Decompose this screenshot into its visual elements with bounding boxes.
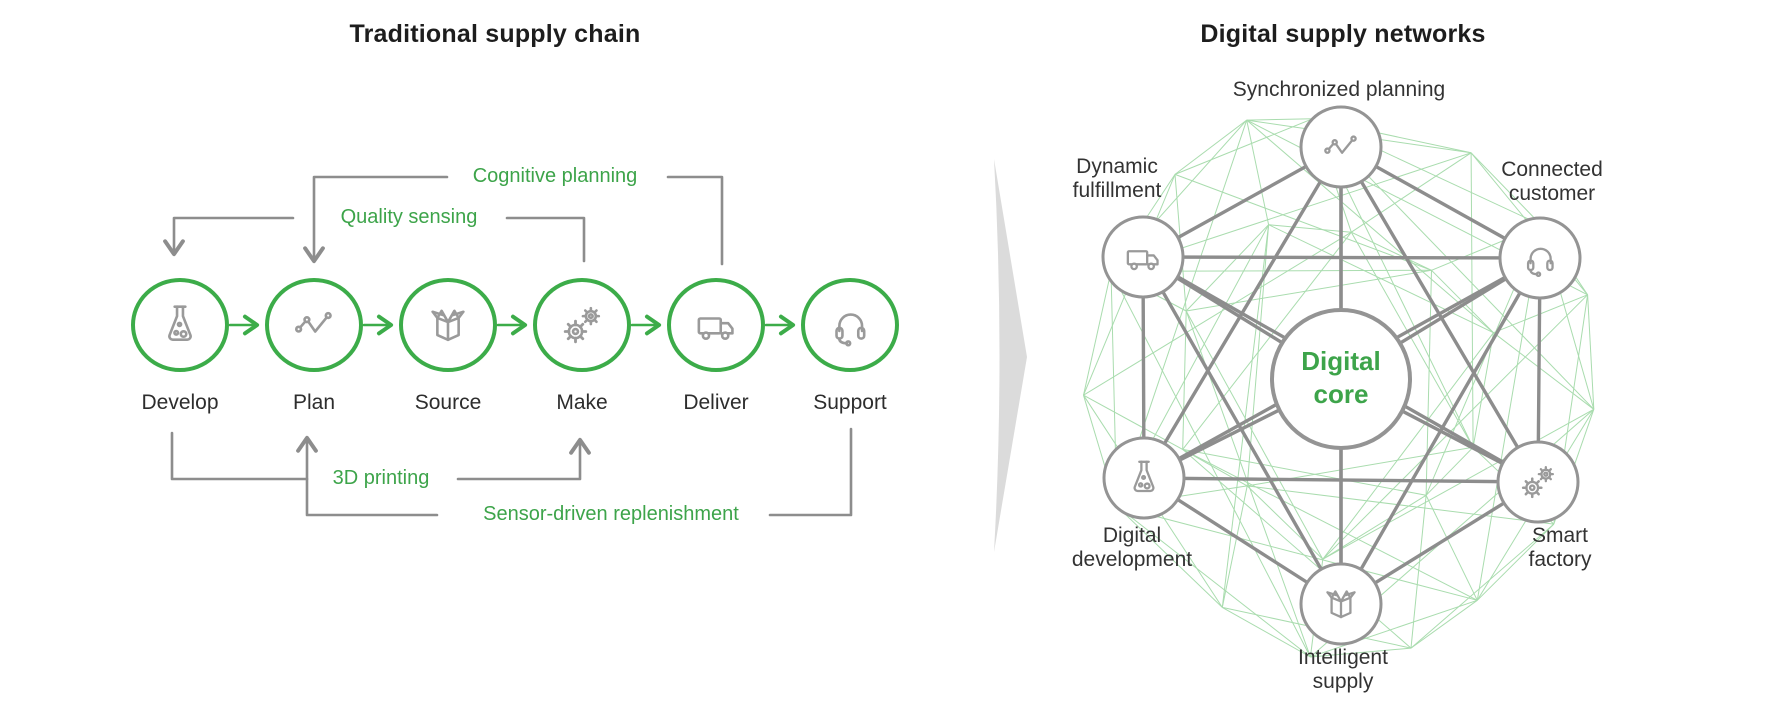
- cognitive-planning-line-left: [303, 175, 449, 264]
- stage-deliver: [667, 278, 765, 372]
- stage-make: [533, 278, 631, 372]
- stage-support: [801, 278, 899, 372]
- overlay-label-sensor-driven-replenishment: Sensor-driven replenishment: [483, 503, 739, 525]
- quality-sensing-line-left: [163, 216, 295, 257]
- node-label-synchronized-planning: Synchronized planning: [1232, 78, 1446, 101]
- node-connected-customer: [1498, 216, 1582, 300]
- stage-label-deliver: Deliver: [683, 391, 749, 414]
- stage-label-support: Support: [813, 391, 887, 414]
- stage-label-plan: Plan: [292, 391, 336, 414]
- sensor-replenishment-line-left: [296, 435, 439, 517]
- cognitive-planning-line-right: [666, 175, 724, 266]
- feedback-connectors: [163, 175, 853, 517]
- node-label-digital-development: Digital development: [1071, 524, 1193, 571]
- node-digital-core: [1270, 308, 1412, 450]
- node-synchronized-planning: [1299, 105, 1383, 189]
- stage-label-make: Make: [556, 391, 608, 414]
- node-smart-factory: [1496, 440, 1580, 524]
- stage-develop: [131, 278, 229, 372]
- stage-source: [399, 278, 497, 372]
- overlay-label-quality-sensing: Quality sensing: [340, 206, 478, 228]
- stage-plan: [265, 278, 363, 372]
- node-label-dynamic-fulfillment: Dynamic fulfillment: [1072, 155, 1162, 202]
- digital-core-label: Digital core: [1301, 346, 1381, 409]
- node-label-smart-factory: Smart factory: [1528, 524, 1592, 571]
- left-title: Traditional supply chain: [349, 20, 641, 48]
- sensor-replenishment-line-right: [768, 427, 853, 517]
- right-title: Digital supply networks: [1200, 20, 1486, 48]
- 3d-printing-line-left: [170, 431, 309, 481]
- overlay-label-3d-printing: 3D printing: [332, 467, 430, 489]
- quality-sensing-line-right: [505, 216, 586, 263]
- node-label-intelligent-supply: Intelligent supply: [1298, 646, 1388, 693]
- 3d-printing-line-right: [456, 437, 591, 481]
- node-intelligent-supply: [1299, 562, 1383, 646]
- node-digital-development: [1102, 436, 1186, 520]
- node-dynamic-fulfillment: [1101, 215, 1185, 299]
- overlay-label-cognitive-planning: Cognitive planning: [472, 165, 638, 187]
- node-label-connected-customer: Connected customer: [1501, 158, 1603, 205]
- transition-arrow-icon: [994, 159, 1027, 552]
- stage-label-develop: Develop: [141, 391, 219, 414]
- stage-label-source: Source: [414, 391, 482, 414]
